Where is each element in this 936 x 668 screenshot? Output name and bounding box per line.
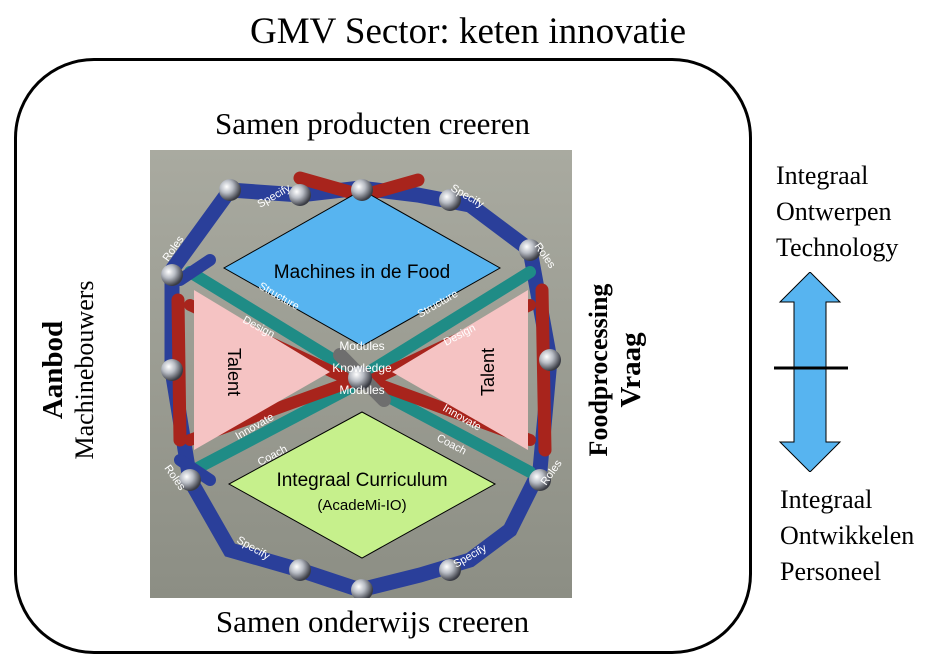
side-top-line3: Technology bbox=[776, 233, 899, 262]
left-label-line2: Machinebouwers bbox=[70, 280, 99, 460]
double-arrow-icon bbox=[778, 272, 842, 472]
bottom-diamond bbox=[227, 411, 497, 559]
bottom-diamond-line2: (AcadeMi-IO) bbox=[317, 497, 406, 514]
left-label-line1: Aanbod bbox=[37, 320, 69, 420]
structure-diagram: Machines in de Food Integraal Curriculum… bbox=[150, 150, 572, 601]
side-top-text: Integraal Ontwerpen Technology bbox=[776, 158, 898, 266]
side-bottom-text: Integraal Ontwikkelen Personeel bbox=[780, 482, 914, 590]
side-bottom-line2: Ontwikkelen bbox=[780, 521, 915, 550]
right-label-line2: Vraag bbox=[615, 332, 647, 408]
ball-joints bbox=[161, 179, 561, 601]
diagram-photo: Machines in de Food Integraal Curriculum… bbox=[150, 150, 572, 601]
center-label-2: Knowledge bbox=[332, 361, 392, 375]
right-triangle-label: Talent bbox=[478, 348, 498, 396]
page-title: GMV Sector: keten innovatie bbox=[249, 11, 687, 52]
bottom-label: Samen onderwijs creeren bbox=[215, 604, 530, 639]
center-label-1: Modules bbox=[339, 339, 384, 353]
right-triangle bbox=[392, 290, 528, 450]
bottom-diamond-line1: Integraal Curriculum bbox=[276, 470, 447, 491]
side-top-line2: Ontwerpen bbox=[776, 197, 892, 226]
right-label: Foodprocessing Vraag bbox=[582, 283, 647, 457]
top-diamond bbox=[222, 189, 502, 347]
side-top-line1: Integraal bbox=[776, 161, 869, 190]
side-bottom-line3: Personeel bbox=[780, 557, 882, 586]
center-label-3: Modules bbox=[339, 383, 384, 397]
double-arrow bbox=[774, 272, 848, 472]
top-label: Samen producten creeren bbox=[214, 106, 530, 141]
side-bottom-line1: Integraal bbox=[780, 485, 873, 514]
top-diamond-label: Machines in de Food bbox=[274, 262, 450, 283]
left-triangle bbox=[194, 290, 330, 450]
right-label-line1: Foodprocessing bbox=[584, 283, 613, 457]
sector-frame bbox=[14, 58, 752, 654]
left-triangle-label: Talent bbox=[224, 348, 244, 396]
left-label: Aanbod Machinebouwers bbox=[36, 280, 100, 459]
